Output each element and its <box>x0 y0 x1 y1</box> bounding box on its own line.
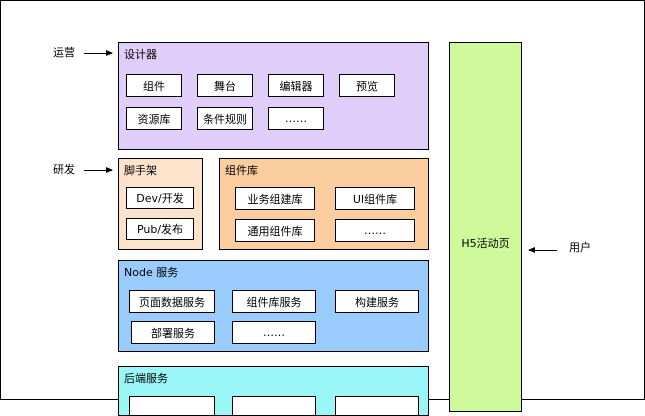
users-label: 用户 <box>569 241 591 254</box>
operations-arrow <box>84 50 113 56</box>
operations-label: 运营 <box>53 46 75 59</box>
node-service-item-deploy: 部署服务 <box>131 321 215 344</box>
node-service-item-component-library: 组件库服务 <box>232 290 316 313</box>
node-service-item-page-data: 页面数据服务 <box>129 290 215 313</box>
designer-panel: 设计器 组件 舞台 编辑器 预览 资源库 条件规则 …… <box>118 42 429 150</box>
designer-item-resource-library: 资源库 <box>126 107 182 130</box>
component-library-item-ui: UI组件库 <box>335 187 415 210</box>
scaffold-title: 脚手架 <box>124 164 157 177</box>
scaffold-item-pub: Pub/发布 <box>126 218 194 240</box>
node-service-panel: Node 服务 页面数据服务 组件库服务 构建服务 部署服务 …… <box>118 260 429 352</box>
h5-activity-page-label: H5活动页 <box>461 237 510 250</box>
designer-item-preview: 预览 <box>339 74 395 97</box>
h5-activity-page-panel: H5活动页 <box>449 42 522 412</box>
designer-item-condition-rules: 条件规则 <box>197 107 253 130</box>
rnd-arrow <box>84 167 113 173</box>
scaffold-item-dev: Dev/开发 <box>126 187 194 209</box>
node-service-item-build: 构建服务 <box>335 290 419 313</box>
component-library-panel: 组件库 业务组建库 UI组件库 通用组件库 …… <box>219 158 429 250</box>
backend-service-panel: 后端服务 <box>118 366 429 416</box>
component-library-item-general: 通用组件库 <box>235 219 315 242</box>
node-service-item-more: …… <box>232 321 316 344</box>
component-library-title: 组件库 <box>225 164 258 177</box>
rnd-label: 研发 <box>53 163 75 176</box>
component-library-item-more: …… <box>335 219 415 242</box>
node-service-title: Node 服务 <box>124 266 179 279</box>
designer-item-component: 组件 <box>126 74 182 97</box>
component-library-item-business: 业务组建库 <box>235 187 315 210</box>
backend-service-item-1 <box>129 396 215 416</box>
backend-service-title: 后端服务 <box>124 372 168 385</box>
backend-service-item-2 <box>232 396 316 416</box>
designer-item-more: …… <box>268 107 324 130</box>
scaffold-panel: 脚手架 Dev/开发 Pub/发布 <box>118 158 203 250</box>
users-arrow <box>528 247 557 253</box>
designer-item-editor: 编辑器 <box>268 74 324 97</box>
backend-service-item-3 <box>335 396 419 416</box>
designer-item-stage: 舞台 <box>197 74 253 97</box>
designer-title: 设计器 <box>124 48 157 61</box>
